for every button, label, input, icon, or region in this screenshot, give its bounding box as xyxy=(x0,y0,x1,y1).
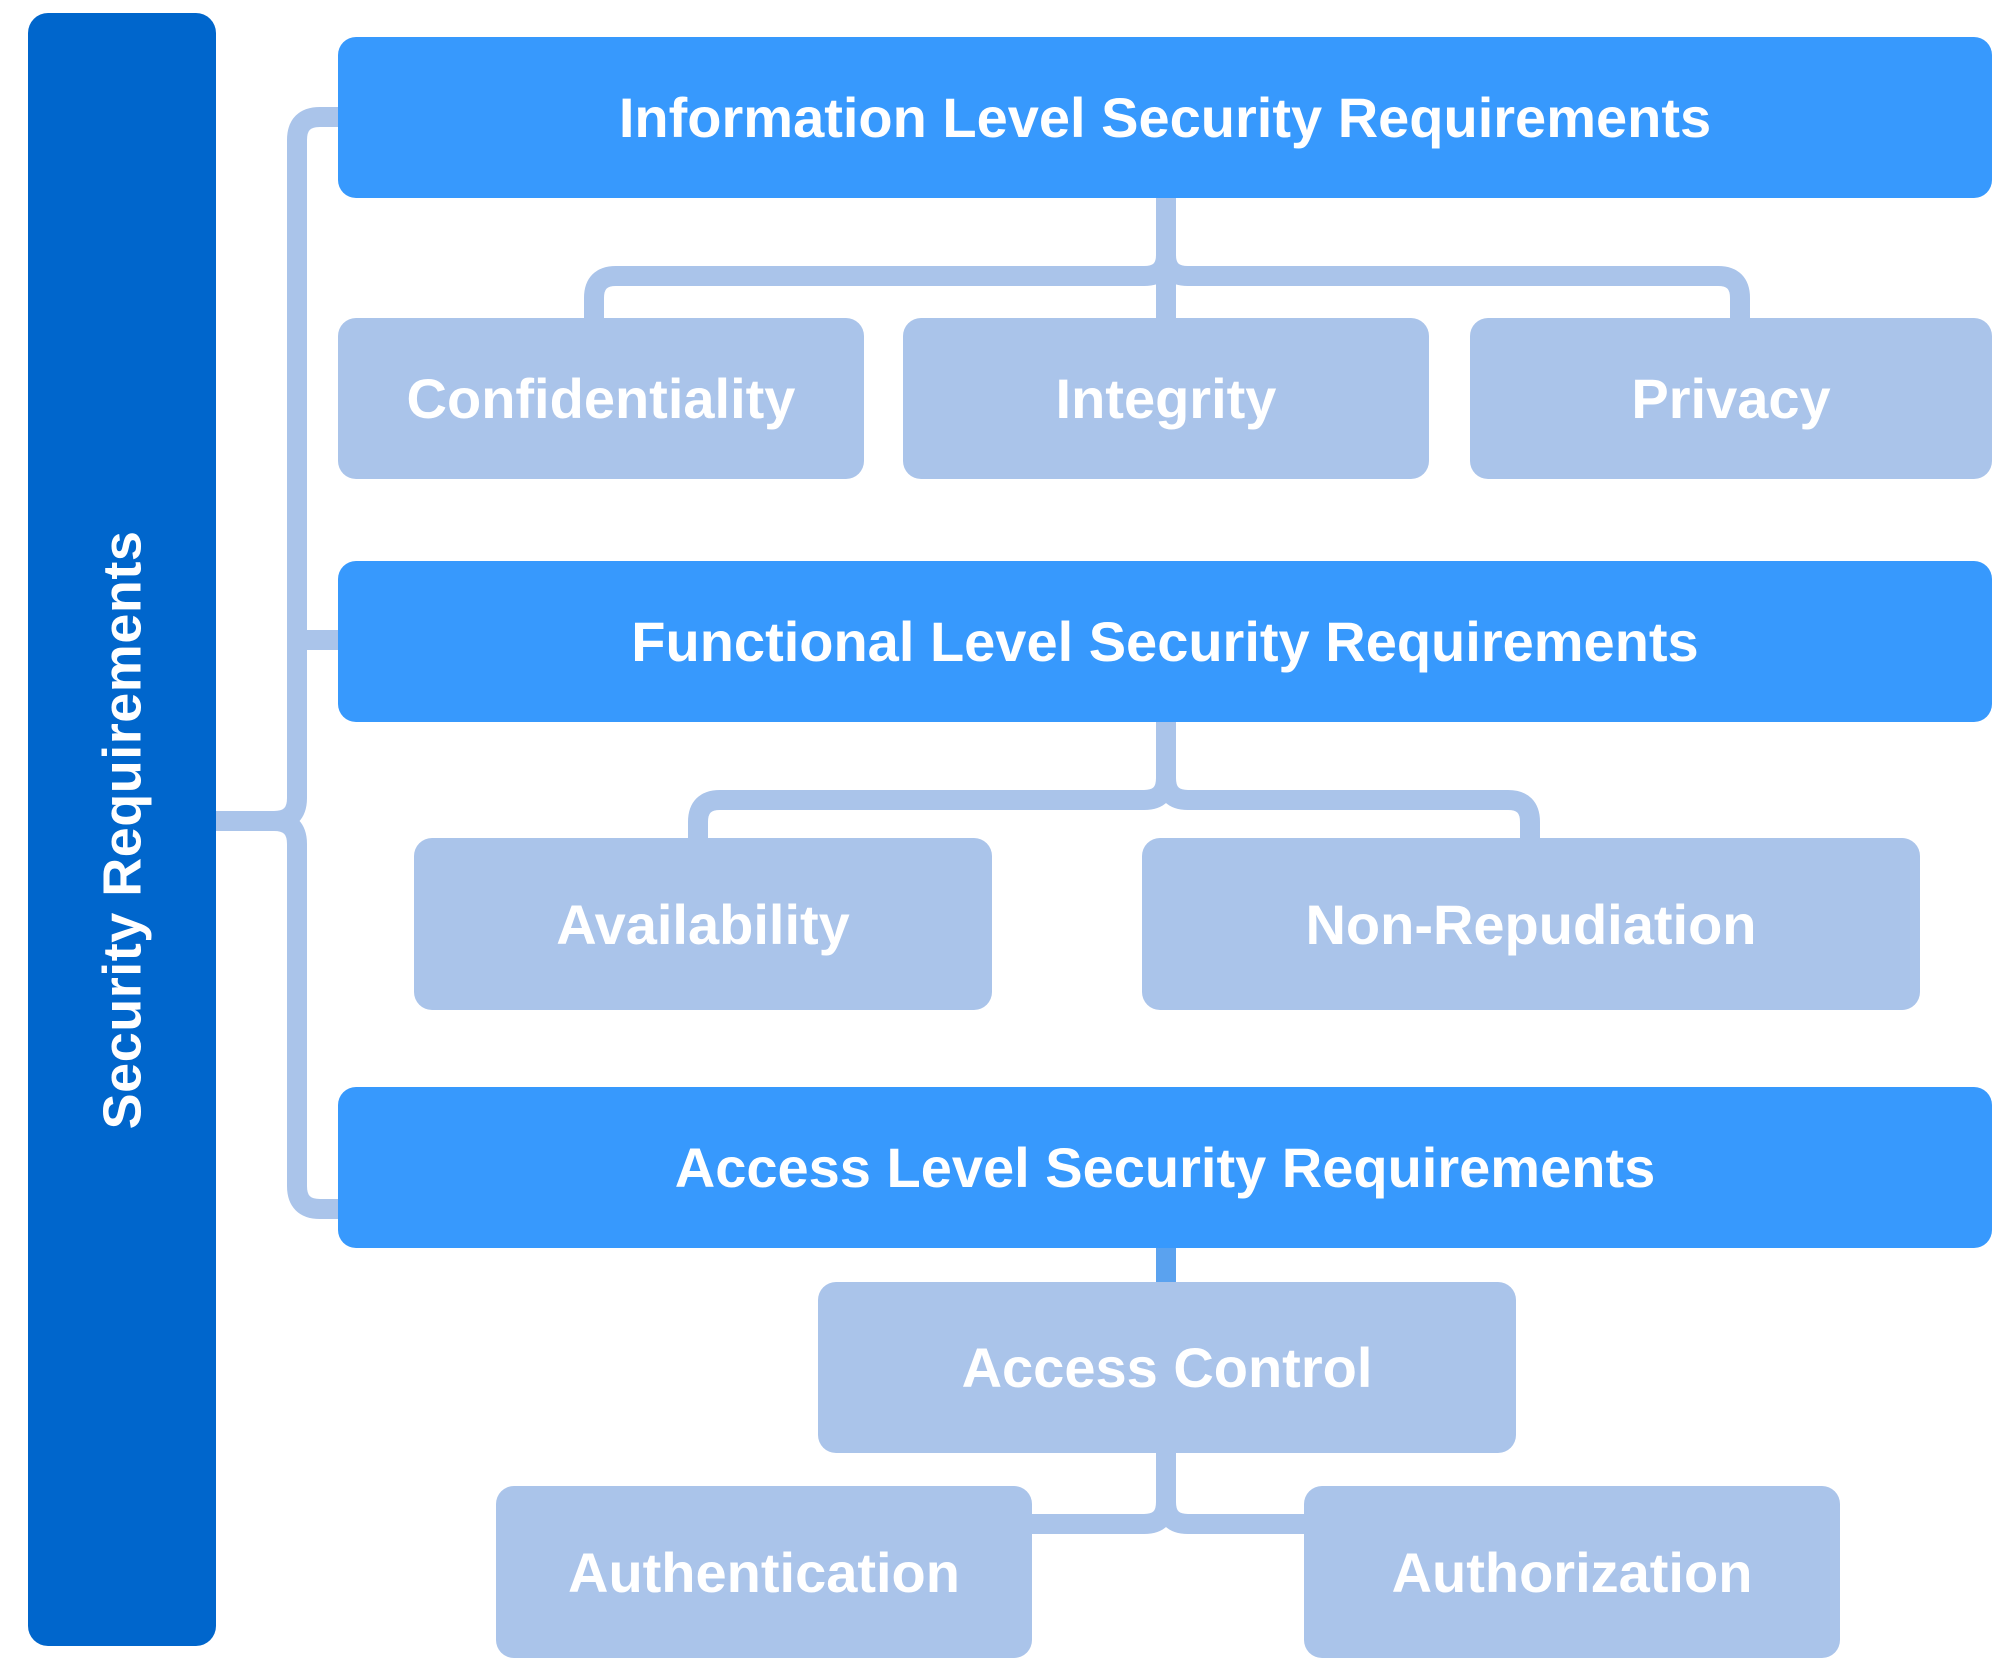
authentication-box: Authentication xyxy=(496,1486,1032,1658)
root-security-requirements: Security Requirements xyxy=(28,13,216,1646)
functional-level-label: Functional Level Security Requirements xyxy=(631,610,1699,673)
availability-box: Availability xyxy=(414,838,992,1010)
functional-level-connector xyxy=(688,722,1540,838)
integrity-label: Integrity xyxy=(1055,367,1277,430)
access-control-connector xyxy=(1028,1453,1304,1534)
root-label: Security Requirements xyxy=(92,530,153,1129)
confidentiality-label: Confidentiality xyxy=(406,367,796,430)
access-control-box: Access Control xyxy=(818,1282,1516,1453)
privacy-box: Privacy xyxy=(1470,318,1992,479)
root-bracket-connector xyxy=(206,107,338,1219)
confidentiality-box: Confidentiality xyxy=(338,318,864,479)
authorization-label: Authorization xyxy=(1391,1540,1753,1604)
access-control-label: Access Control xyxy=(961,1336,1373,1399)
information-level-connector xyxy=(584,198,1750,318)
access-level-box: Access Level Security Requirements xyxy=(338,1087,1992,1248)
integrity-box: Integrity xyxy=(903,318,1429,479)
information-level-label: Information Level Security Requirements xyxy=(618,86,1712,149)
non-repudiation-label: Non-Repudiation xyxy=(1305,892,1757,956)
non-repudiation-box: Non-Repudiation xyxy=(1142,838,1920,1010)
availability-label: Availability xyxy=(556,892,850,956)
information-level-box: Information Level Security Requirements xyxy=(338,37,1992,198)
privacy-label: Privacy xyxy=(1631,367,1831,430)
access-level-label: Access Level Security Requirements xyxy=(674,1136,1656,1199)
authentication-label: Authentication xyxy=(568,1540,960,1604)
authorization-box: Authorization xyxy=(1304,1486,1840,1658)
functional-level-box: Functional Level Security Requirements xyxy=(338,561,1992,722)
